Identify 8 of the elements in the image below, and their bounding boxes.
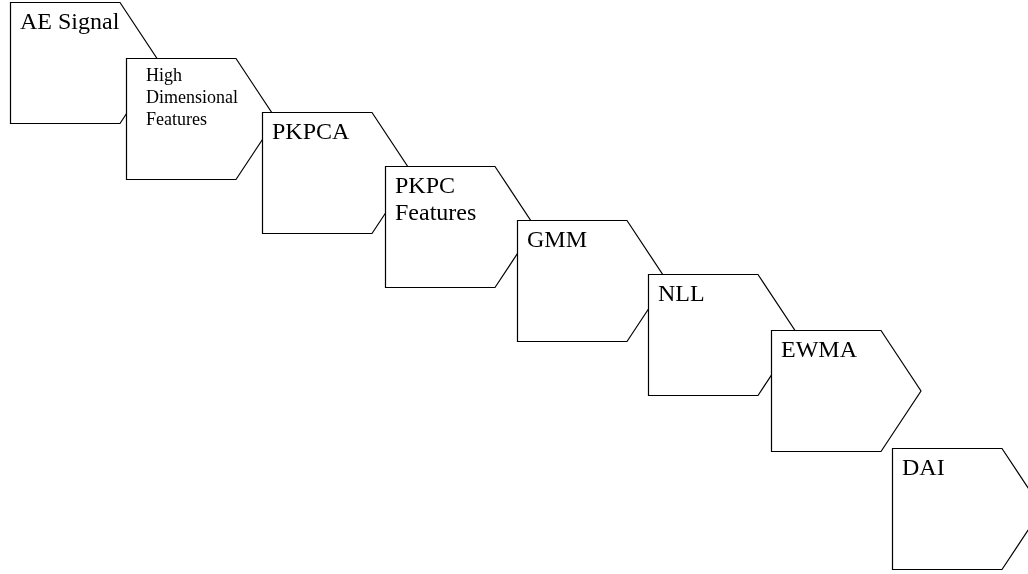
step-label: PKPCA — [272, 118, 351, 145]
step-label: PKPC Features — [395, 172, 478, 226]
step-label: NLL — [658, 280, 706, 307]
step-label: EWMA — [781, 336, 858, 363]
step-label: AE Signal — [20, 8, 121, 35]
step-label: High Dimensional Features — [146, 64, 239, 130]
step-label: GMM — [527, 226, 588, 253]
step-label: DAI — [902, 454, 946, 481]
